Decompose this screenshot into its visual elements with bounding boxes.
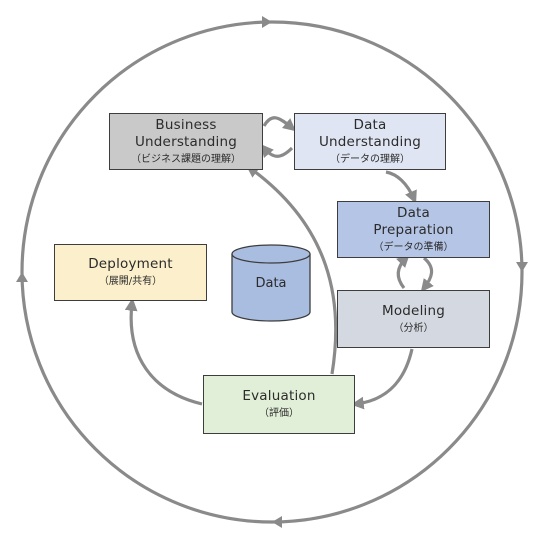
arrow-evaluation-to-business: [245, 164, 338, 375]
evaluation-title: Evaluation: [242, 388, 316, 404]
arrow-evaluation-to-deployment: [124, 297, 203, 406]
arrow-business-to-data-understanding: [262, 116, 296, 132]
outer-arrowhead-right: [516, 262, 528, 272]
arrow-modeling-to-evaluation: [350, 348, 414, 410]
modeling-box: Modeling （分析）: [337, 290, 490, 348]
outer-arrowhead-top: [262, 16, 272, 28]
modeling-title: Modeling: [381, 302, 445, 319]
evaluation-box: Evaluation （評価）: [203, 375, 355, 434]
data-preparation-title-2: Preparation: [373, 221, 454, 238]
deployment-title: Deployment: [88, 256, 173, 272]
business-understanding-subtitle: （ビジネス課題の理解）: [131, 153, 241, 165]
data-preparation-subtitle: （データの準備）: [373, 241, 454, 253]
data-understanding-box: Data Understanding （データの理解）: [294, 113, 446, 170]
arrow-data-understanding-to-preparation: [385, 170, 417, 204]
data-preparation-title-1: Data: [396, 204, 431, 221]
outer-arrowhead-bottom: [272, 516, 282, 528]
deployment-subtitle: （展開/共有）: [98, 276, 163, 287]
database-cylinder-icon: [231, 244, 311, 322]
business-understanding-title-2: Understanding: [134, 133, 238, 150]
business-understanding-title-1: Business: [155, 116, 217, 133]
arrow-modeling-to-preparation: [396, 254, 410, 289]
business-understanding-box: Business Understanding （ビジネス課題の理解）: [109, 113, 263, 170]
data-understanding-title-1: Data: [353, 116, 387, 133]
outer-arrowhead-left: [16, 272, 28, 282]
arrow-preparation-to-modeling: [420, 256, 434, 292]
data-understanding-subtitle: （データの理解）: [330, 153, 410, 165]
data-understanding-title-2: Understanding: [318, 133, 422, 150]
arrow-data-understanding-to-business: [260, 144, 294, 158]
modeling-subtitle: （分析）: [393, 322, 434, 334]
data-preparation-box: Data Preparation （データの準備）: [337, 201, 490, 258]
data-store-label: Data: [255, 276, 287, 291]
evaluation-subtitle: （評価）: [259, 408, 299, 419]
deployment-box: Deployment （展開/共有）: [54, 244, 207, 301]
